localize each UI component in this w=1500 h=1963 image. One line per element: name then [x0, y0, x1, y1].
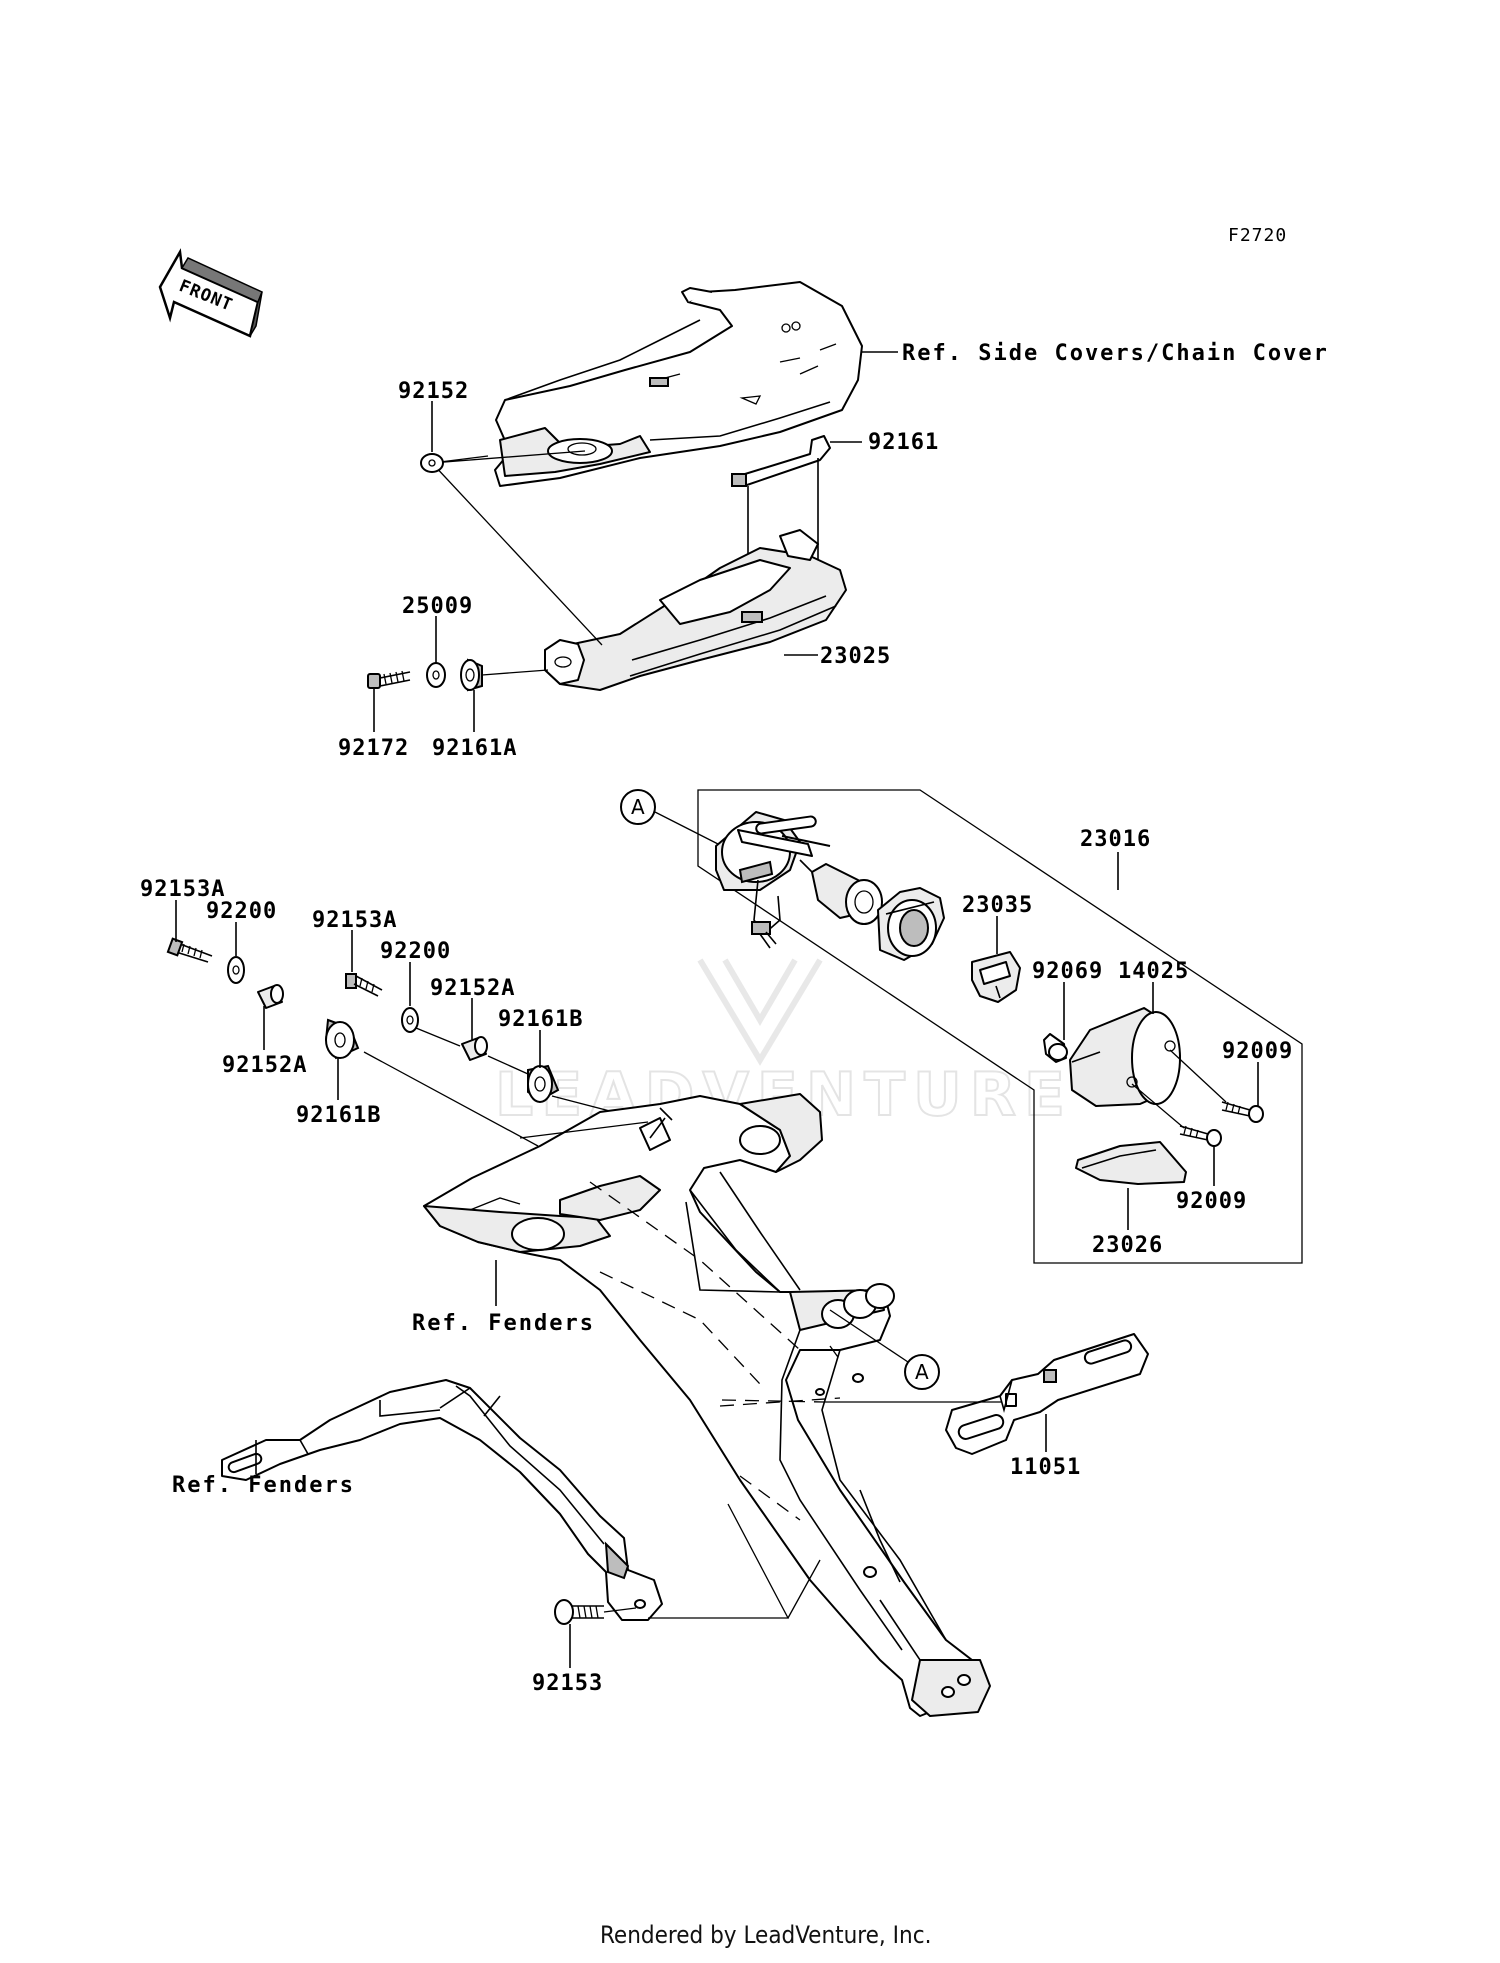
assembly-23016-box	[697, 789, 1303, 1264]
callout-a-lower	[904, 1354, 940, 1390]
screw-92009-upper-part	[1221, 1101, 1264, 1123]
grommet-92161B-mid-part	[527, 1064, 560, 1103]
label-92153A-mid: 92153A	[312, 908, 397, 933]
washer-92152-part	[420, 453, 444, 473]
label-92153: 92153	[532, 1671, 603, 1696]
license-bracket-11051-part	[945, 1333, 1149, 1455]
leader-92161B-left-to-fender	[363, 1051, 539, 1147]
callout-a-lower-label: A	[915, 1360, 929, 1384]
fender-stay-part	[221, 1379, 663, 1621]
label-14025: 14025	[1118, 959, 1189, 984]
label-92161A: 92161A	[432, 736, 517, 761]
lens-holder-part	[877, 887, 945, 961]
washer-92200-left-part	[227, 956, 245, 984]
callout-a-upper-label: A	[631, 795, 645, 819]
washer-25009-part	[426, 662, 446, 688]
label-23016: 23016	[1080, 827, 1151, 852]
leader-callout-a-lower	[829, 1309, 909, 1363]
washer-92200-mid-part	[401, 1007, 419, 1033]
side-cover-upper-part	[494, 281, 863, 487]
lens-14025-part	[1069, 1007, 1181, 1107]
leader-callout-a-upper	[654, 811, 719, 845]
label-92152A-left: 92152A	[222, 1053, 307, 1078]
label-92069: 92069	[1032, 959, 1103, 984]
ref-side-covers: Ref. Side Covers/Chain Cover	[902, 341, 1329, 366]
label-11051: 11051	[1010, 1455, 1081, 1480]
label-25009: 25009	[402, 594, 473, 619]
label-92200-left: 92200	[206, 899, 277, 924]
label-92161B-mid: 92161B	[498, 1007, 583, 1032]
dashed-11051	[721, 1399, 825, 1403]
leader-92009-upper	[1169, 1049, 1227, 1103]
bolt-92153-part	[554, 1599, 604, 1625]
label-23025: 23025	[820, 644, 891, 669]
watermark-logo	[697, 958, 823, 1066]
wire-harness-part	[751, 879, 781, 949]
ref-fenders-lower: Ref. Fenders	[172, 1473, 355, 1498]
screw-92172-part	[367, 670, 411, 689]
label-92200-mid: 92200	[380, 939, 451, 964]
bulb-92069-part	[1043, 1033, 1068, 1063]
leader-92152A-mid-right	[487, 1055, 529, 1075]
bracket-92161-part	[731, 435, 831, 487]
rear-fender-bracket-part	[423, 1093, 991, 1717]
front-arrow-icon: FRONT	[158, 248, 263, 338]
label-92152: 92152	[398, 379, 469, 404]
leader-92161A-to-housing	[481, 669, 549, 676]
leader-92200-mid-right	[415, 1027, 461, 1047]
leader-92153-vee	[648, 1503, 821, 1619]
leader-bracket-top	[519, 1121, 649, 1139]
bolt-92153A-left-part	[166, 937, 213, 963]
callout-a-upper	[620, 789, 656, 825]
leader-92009-lower-inner	[1131, 1083, 1185, 1129]
label-92009-lower: 92009	[1176, 1189, 1247, 1214]
footer-credit: Rendered by LeadVenture, Inc.	[600, 1921, 931, 1949]
grommet-92161A-part	[460, 658, 483, 692]
label-23035: 23035	[962, 893, 1033, 918]
bulb-part	[799, 859, 883, 925]
clip-23035-part	[971, 951, 1021, 1003]
bolt-92153A-mid-part	[345, 973, 383, 997]
label-92161: 92161	[868, 430, 939, 455]
label-92153A-left: 92153A	[140, 877, 225, 902]
collar-92152A-mid-part	[461, 1036, 488, 1061]
label-92009-upper: 92009	[1222, 1039, 1293, 1064]
screw-92009-lower-part	[1179, 1125, 1222, 1147]
label-92172: 92172	[338, 736, 409, 761]
lamp-socket-base-part	[715, 811, 831, 891]
ref-fenders-upper: Ref. Fenders	[412, 1311, 595, 1336]
label-92161B-left: 92161B	[296, 1103, 381, 1128]
tail-light-housing-part	[544, 529, 847, 691]
grommet-92161B-left-part	[324, 1018, 360, 1060]
collar-92152A-left-part	[257, 984, 284, 1009]
reflector-23026-part	[1075, 1141, 1187, 1185]
label-92152A-mid: 92152A	[430, 976, 515, 1001]
label-23026: 23026	[1092, 1233, 1163, 1258]
figure-code: F2720	[1228, 225, 1287, 246]
leader-92153-to-stay	[603, 1607, 637, 1613]
